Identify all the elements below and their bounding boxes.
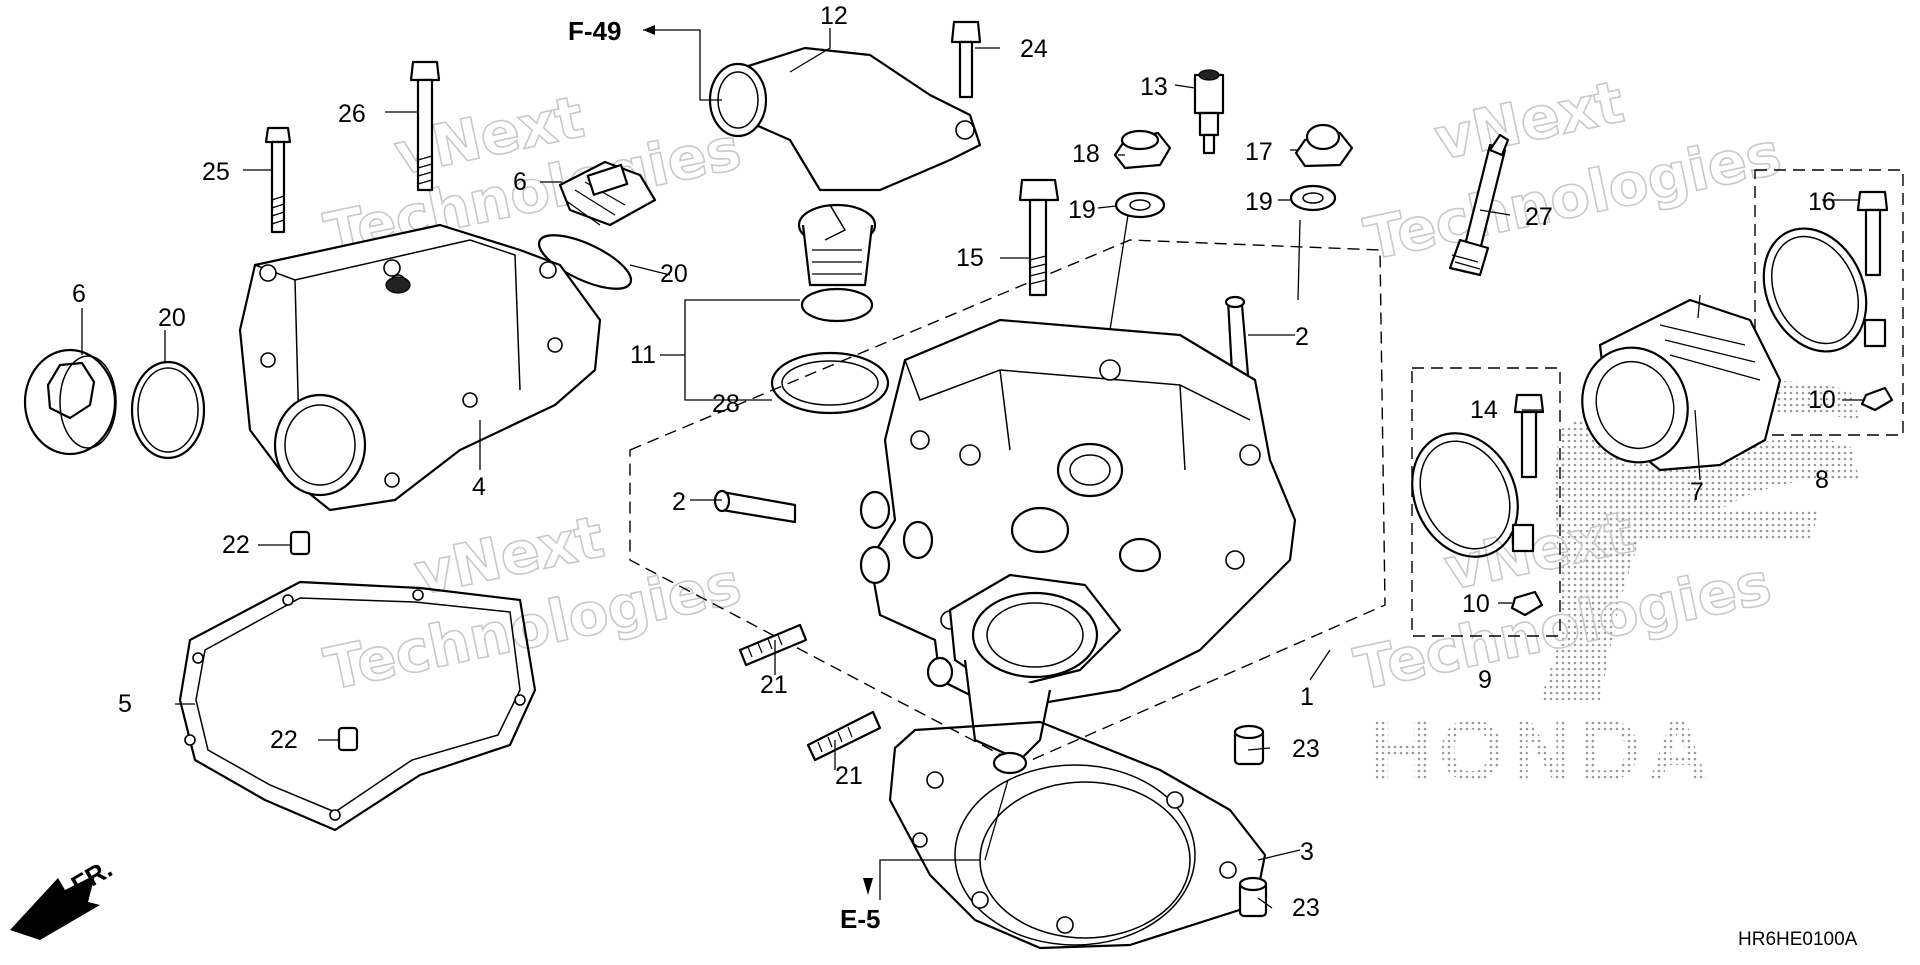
washer-19-left <box>1114 191 1166 219</box>
o-ring-left <box>130 360 206 460</box>
callout-labels: 1 2 2 3 4 5 6 6 7 8 9 10 10 11 12 13 14 … <box>72 2 1836 922</box>
oil-filler-cap-top <box>558 160 657 227</box>
callout-6-top: 6 <box>513 168 527 196</box>
callout-10-upper: 10 <box>1808 386 1836 414</box>
callout-23-upper: 23 <box>1292 735 1320 763</box>
oil-filler-cap-left <box>23 348 117 456</box>
callout-28: 28 <box>712 390 740 418</box>
cylinder-head <box>859 318 1297 775</box>
bolt-25 <box>264 126 292 234</box>
callout-17: 17 <box>1245 138 1273 166</box>
ref-f-49: F-49 <box>568 16 621 46</box>
cap-nut-18 <box>1113 129 1172 170</box>
callout-4: 4 <box>472 473 486 501</box>
nut-10-upper <box>1860 386 1894 412</box>
bolt-26 <box>409 60 441 192</box>
cap-nut-17 <box>1294 123 1354 168</box>
dowel-pin-23-lower <box>1238 876 1268 918</box>
callout-27: 27 <box>1525 203 1553 231</box>
leader-lines <box>81 28 1865 909</box>
callout-3: 3 <box>1300 838 1314 866</box>
callout-22-upper: 22 <box>222 531 250 559</box>
cylinder-head-gasket <box>888 720 1267 950</box>
callout-21-upper: 21 <box>760 671 788 699</box>
callout-23-lower: 23 <box>1292 894 1320 922</box>
bolt-24 <box>950 20 982 99</box>
callout-9: 9 <box>1478 666 1492 694</box>
callout-12: 12 <box>820 2 848 30</box>
ref-arrows <box>643 25 873 895</box>
assembly-boundaries <box>629 169 1904 766</box>
spark-plug <box>1448 133 1510 277</box>
callout-7: 7 <box>1690 478 1704 506</box>
thermostat-seal <box>770 351 890 415</box>
water-outlet-joint <box>708 46 982 192</box>
dowel-pin-22-upper <box>289 530 311 556</box>
callout-8: 8 <box>1815 466 1829 494</box>
head-cover-gasket <box>178 580 537 832</box>
callout-15: 15 <box>956 244 984 272</box>
ref-e-5: E-5 <box>840 904 880 934</box>
insulator-band-9 <box>1411 432 1535 558</box>
callout-26: 26 <box>338 100 366 128</box>
bolt-14 <box>1513 393 1545 479</box>
callout-22-lower: 22 <box>270 726 298 754</box>
callout-20-right: 20 <box>660 260 688 288</box>
callout-25: 25 <box>202 158 230 186</box>
callout-24: 24 <box>1020 35 1048 63</box>
callout-2-left: 2 <box>672 488 686 516</box>
callout-5: 5 <box>118 690 132 718</box>
callout-6-left: 6 <box>72 280 86 308</box>
washer-19-right <box>1289 184 1337 212</box>
temperature-sensor <box>1193 69 1225 155</box>
callout-18: 18 <box>1072 140 1100 168</box>
front-direction-arrow <box>10 875 100 940</box>
callout-10-lower: 10 <box>1462 590 1490 618</box>
stud-21-lower <box>806 710 882 762</box>
drawing-code: HR6HE0100A <box>1738 929 1858 950</box>
carburetor-insulator <box>1581 298 1782 472</box>
valve-guide-left <box>713 489 797 524</box>
callout-14: 14 <box>1470 396 1498 424</box>
stud-21-upper <box>738 623 808 667</box>
o-ring-top <box>537 234 633 290</box>
bolt-15 <box>1018 178 1060 297</box>
dowel-pin-22-lower <box>337 726 359 752</box>
callout-11: 11 <box>630 341 656 369</box>
callout-21-lower: 21 <box>835 762 863 790</box>
thermostat <box>797 203 877 323</box>
callout-13: 13 <box>1140 73 1168 101</box>
callout-19-right: 19 <box>1245 188 1273 216</box>
callout-19-left: 19 <box>1068 196 1096 224</box>
nut-10-lower <box>1510 590 1544 617</box>
callout-20-left: 20 <box>158 304 186 332</box>
honda-brand-text: HONDA <box>1370 703 1715 799</box>
callout-1: 1 <box>1300 683 1314 711</box>
dowel-pin-23-upper <box>1233 724 1265 766</box>
callout-2-right: 2 <box>1295 323 1309 351</box>
insulator-band-8 <box>1762 227 1887 353</box>
callout-16: 16 <box>1808 188 1836 216</box>
bolt-16 <box>1856 190 1889 277</box>
cylinder-head-cover <box>238 223 602 512</box>
